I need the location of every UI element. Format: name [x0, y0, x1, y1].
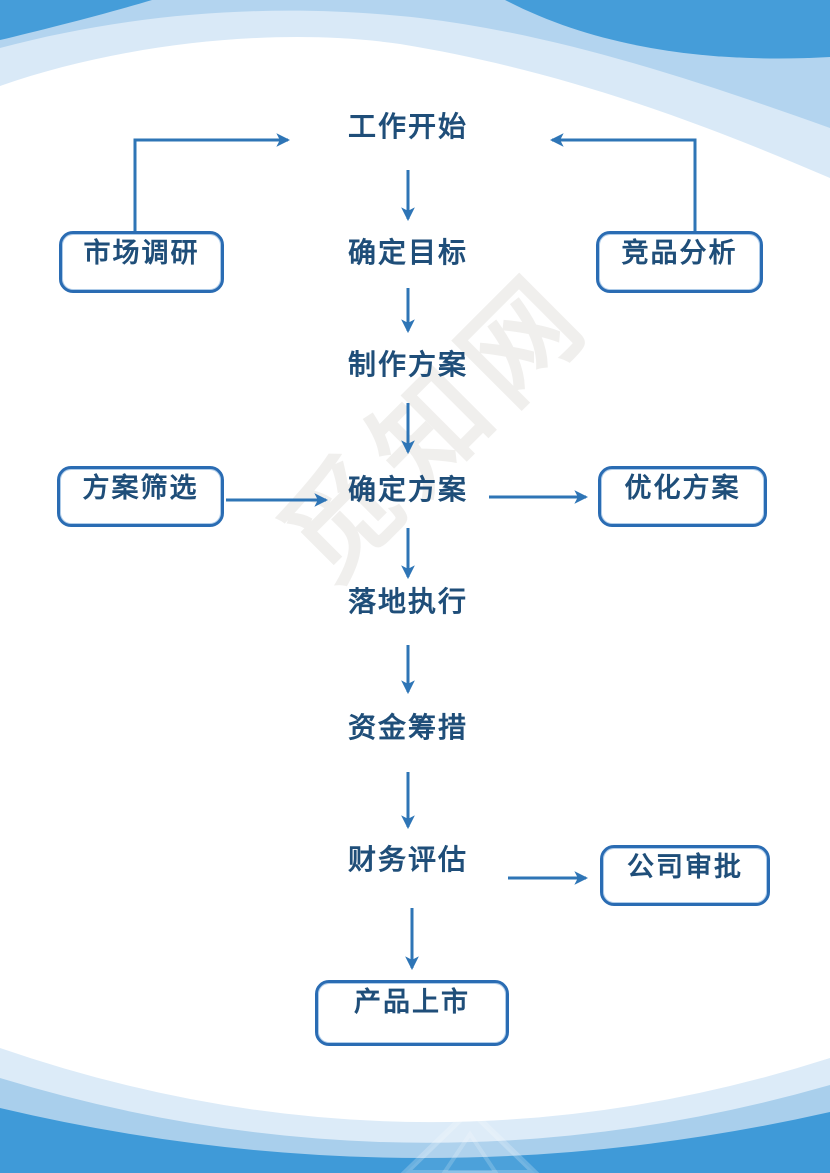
bottom-wave-decoration [0, 1048, 830, 1173]
triangle-logo-watermark [400, 1105, 540, 1173]
box-competitor-analysis: 竞品分析 [596, 231, 763, 293]
box-plan-screening: 方案筛选 [57, 466, 224, 527]
connector-market-to-start [133, 133, 291, 231]
box-product-launch: 产品上市 [315, 980, 509, 1046]
box-optimize-plan: 优化方案 [598, 466, 767, 527]
node-raise-funds: 资金筹措 [347, 712, 468, 743]
node-set-goal: 确定目标 [347, 237, 468, 268]
node-confirm-plan: 确定方案 [347, 474, 468, 505]
node-execute: 落地执行 [347, 586, 468, 617]
node-finance-eval: 财务评估 [347, 844, 468, 875]
node-work-start: 工作开始 [347, 111, 468, 142]
node-make-plan: 制作方案 [347, 349, 468, 380]
box-market-research: 市场调研 [59, 231, 224, 293]
box-company-approval: 公司审批 [600, 845, 770, 906]
